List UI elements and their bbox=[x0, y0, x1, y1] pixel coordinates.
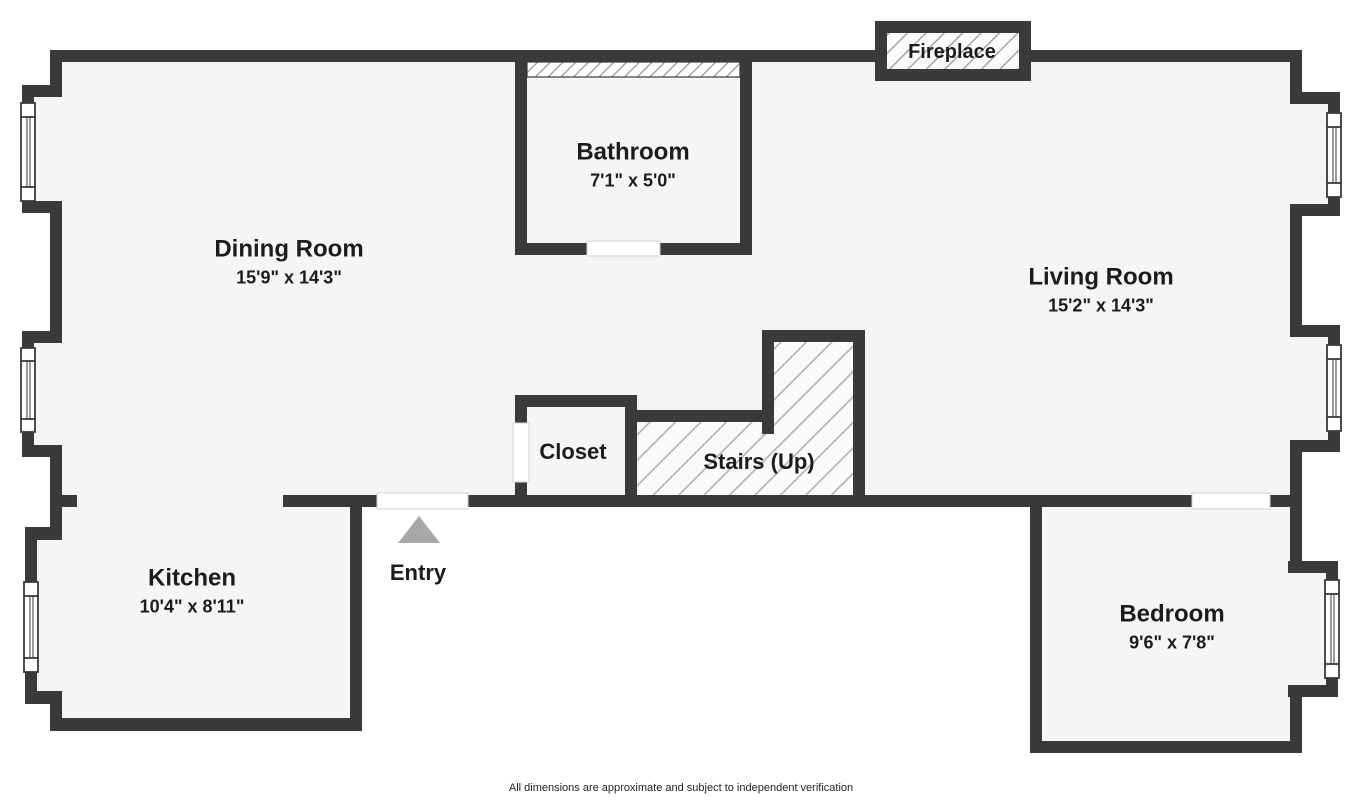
room-dimensions: 7'1" x 5'0" bbox=[590, 170, 676, 191]
entry-label: Entry bbox=[390, 560, 446, 586]
room-name: Kitchen bbox=[147, 564, 236, 592]
bathroom-label: Bathroom 7'1" x 5'0" bbox=[576, 138, 689, 191]
room-dimensions: 15'9" x 14'3" bbox=[236, 267, 342, 288]
bedroom-door-opening bbox=[1191, 492, 1271, 510]
dining-room-label: Dining Room 15'9" x 14'3" bbox=[214, 235, 363, 288]
closet-label: Closet bbox=[539, 439, 606, 465]
floor-areas bbox=[28, 56, 1334, 747]
bedroom-label: Bedroom 9'6" x 7'8" bbox=[1119, 600, 1224, 653]
bathroom-hatch-strip bbox=[526, 61, 741, 78]
wall-segments bbox=[22, 50, 1340, 753]
bathroom-door-opening bbox=[586, 240, 661, 257]
stairs-hatch-area bbox=[637, 336, 859, 501]
window bbox=[20, 102, 36, 202]
window-symbols bbox=[20, 102, 1342, 679]
fireplace-symbol bbox=[875, 21, 1031, 81]
window bbox=[1324, 579, 1340, 679]
window bbox=[1326, 344, 1342, 432]
room-dimensions: 10'4" x 8'11" bbox=[139, 596, 245, 617]
room-name: Dining Room bbox=[214, 235, 364, 263]
kitchen-label: Kitchen 10'4" x 8'11" bbox=[140, 564, 245, 617]
room-name: Entry bbox=[389, 559, 447, 585]
room-dimensions: 15'2" x 14'3" bbox=[1048, 295, 1154, 316]
fireplace-label: Fireplace bbox=[908, 40, 996, 64]
disclaimer-text: All dimensions are approximate and subje… bbox=[508, 782, 854, 794]
door-openings bbox=[376, 240, 1271, 510]
room-name: Bedroom bbox=[1119, 600, 1225, 628]
closet-door-opening bbox=[512, 422, 530, 483]
room-name: Bathroom bbox=[576, 138, 690, 166]
room-name: Living Room bbox=[1028, 263, 1174, 291]
window bbox=[20, 347, 36, 433]
entry-direction-icon bbox=[398, 516, 440, 543]
room-dimensions: 9'6" x 7'8" bbox=[1129, 632, 1215, 653]
living-room-label: Living Room 15'2" x 14'3" bbox=[1028, 263, 1173, 316]
stairs-label: Stairs (Up) bbox=[703, 449, 814, 475]
window bbox=[23, 581, 39, 673]
room-name: Stairs (Up) bbox=[703, 448, 815, 474]
room-name: Closet bbox=[539, 438, 607, 464]
room-name: Fireplace bbox=[908, 41, 996, 63]
window bbox=[1326, 112, 1342, 198]
entry-door-opening bbox=[376, 492, 469, 510]
